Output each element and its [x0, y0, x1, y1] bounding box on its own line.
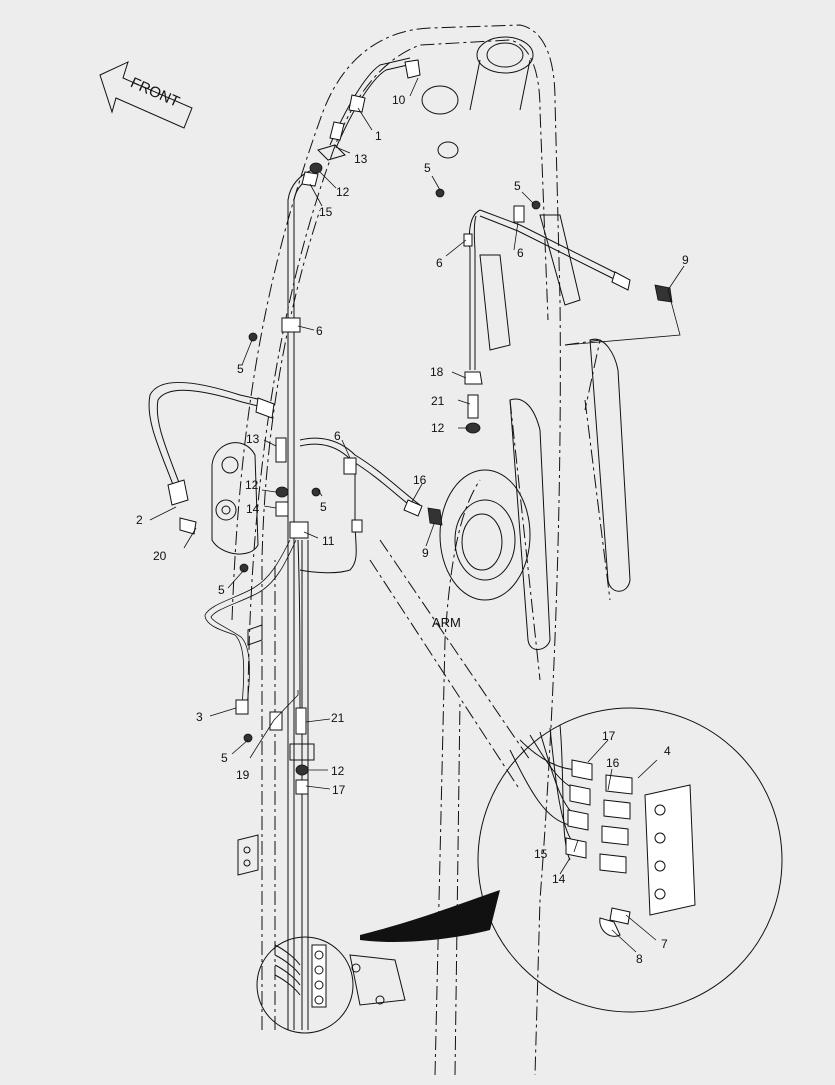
callout-11: 11 — [322, 534, 335, 548]
callout-6b: 6 — [436, 256, 443, 270]
callout-10: 10 — [392, 93, 406, 107]
callout-6c: 6 — [517, 246, 524, 260]
callout-labels: 1 2 3 4 5 5 5 5 5 5 6 6 6 6 7 8 9 9 10 1… — [136, 93, 689, 966]
callout-13b: 13 — [246, 432, 260, 446]
callout-5f: 5 — [221, 751, 228, 765]
callout-12c: 12 — [245, 478, 259, 492]
callout-4: 4 — [664, 744, 671, 758]
front-direction-arrow: FRONT — [99, 61, 193, 129]
callout-13a: 13 — [354, 152, 368, 166]
callout-15b: 15 — [534, 847, 548, 861]
callout-5d: 5 — [320, 500, 327, 514]
callout-2: 2 — [136, 513, 143, 527]
leader-lines — [149, 77, 685, 953]
callout-7: 7 — [661, 937, 668, 951]
callout-9a: 9 — [682, 253, 689, 267]
callout-17a: 17 — [332, 783, 346, 797]
callout-12d: 12 — [331, 764, 345, 778]
callout-5c: 5 — [514, 179, 521, 193]
callout-18: 18 — [430, 365, 444, 379]
callout-17b: 17 — [602, 729, 616, 743]
callout-9b: 9 — [422, 546, 429, 560]
hose-right-routing — [299, 209, 673, 574]
callout-14a: 14 — [246, 502, 260, 516]
front-label: FRONT — [128, 74, 182, 111]
detail-magnifier — [477, 707, 783, 1013]
callout-5a: 5 — [237, 362, 244, 376]
callout-8: 8 — [636, 952, 643, 966]
callout-5e: 5 — [218, 583, 225, 597]
arm-label: ARM — [432, 615, 461, 630]
callout-16a: 16 — [413, 473, 427, 487]
callout-12a: 12 — [336, 185, 350, 199]
hose-2-loop — [148, 381, 275, 535]
callout-19: 19 — [236, 768, 250, 782]
arm-outline — [211, 24, 631, 1076]
callout-20: 20 — [153, 549, 167, 563]
lower-connector-block — [256, 890, 500, 1034]
callout-21a: 21 — [431, 394, 445, 408]
callout-6d: 6 — [334, 429, 341, 443]
fittings — [235, 59, 541, 795]
callout-5b: 5 — [424, 161, 431, 175]
callout-12b: 12 — [431, 421, 445, 435]
callout-6a: 6 — [316, 324, 323, 338]
callout-1: 1 — [375, 129, 382, 143]
callout-21b: 21 — [331, 711, 345, 725]
callout-16b: 16 — [606, 756, 620, 770]
callout-14b: 14 — [552, 872, 566, 886]
callout-15a: 15 — [319, 205, 333, 219]
callout-3: 3 — [196, 710, 203, 724]
